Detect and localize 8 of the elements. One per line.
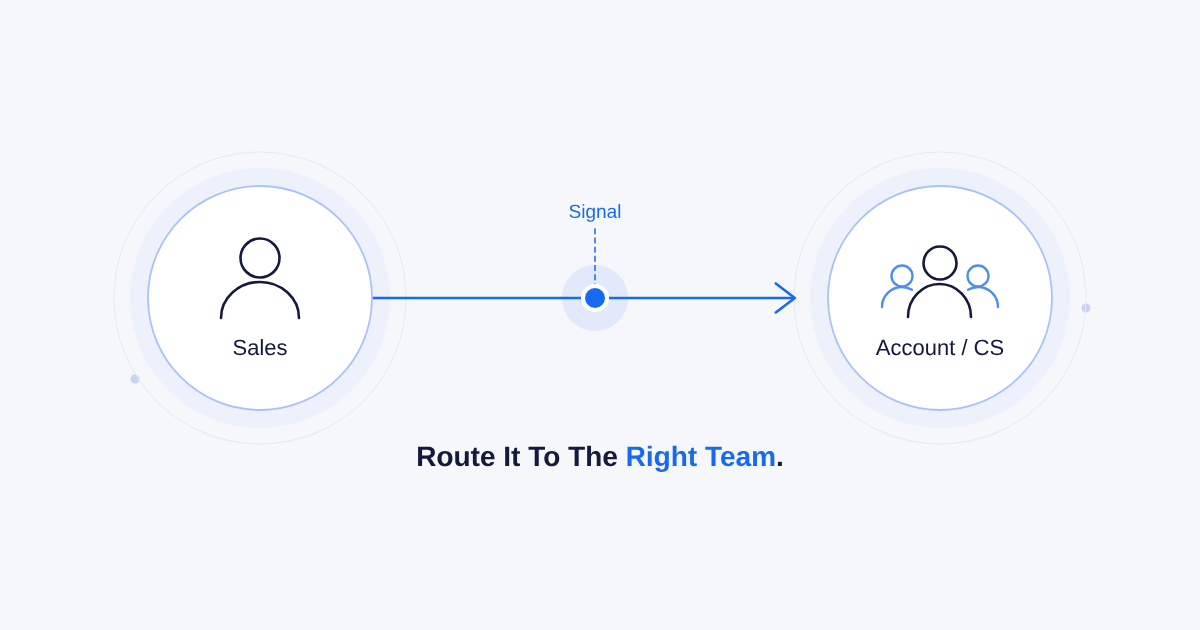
leader-line — [594, 227, 596, 285]
callout-label: Signal — [569, 204, 621, 222]
circle-node: Account / CS — [827, 185, 1053, 411]
connector-line — [372, 296, 581, 300]
arrow — [609, 282, 797, 314]
circle-node: Sales — [147, 185, 373, 411]
title: Route It To The Right Team. — [418, 445, 782, 472]
signal-dot — [562, 265, 628, 331]
